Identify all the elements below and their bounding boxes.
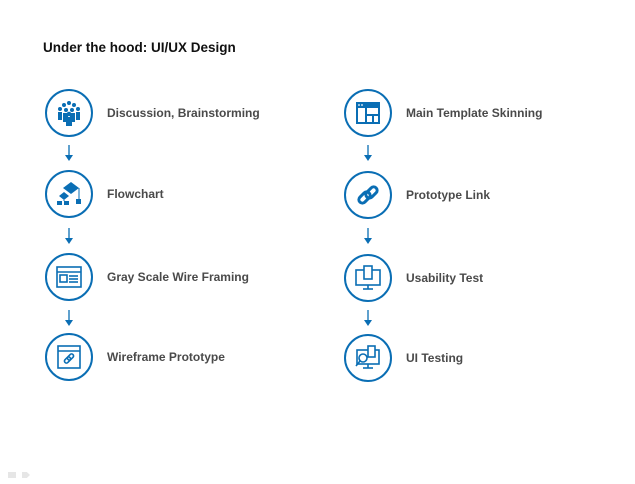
arrow-down-icon <box>64 310 74 326</box>
arrow-down-icon <box>64 228 74 244</box>
people-group-icon <box>45 89 93 137</box>
step-label: Wireframe Prototype <box>107 350 225 364</box>
step-template-skinning: Main Template Skinning <box>344 89 542 137</box>
wireframe-window-icon <box>45 253 93 301</box>
step-label: Prototype Link <box>406 188 491 202</box>
template-layout-icon <box>344 89 392 137</box>
slide-next-icon[interactable] <box>22 472 30 478</box>
page-title: Under the hood: UI/UX Design <box>43 40 236 55</box>
step-usability-test: Usability Test <box>344 254 483 302</box>
step-label: Main Template Skinning <box>406 106 543 120</box>
arrow-down-icon <box>363 228 373 244</box>
arrow-down-icon <box>363 145 373 161</box>
monitor-device-icon <box>344 254 392 302</box>
step-prototype-link: Prototype Link <box>344 171 490 219</box>
step-label: Gray Scale Wire Framing <box>107 270 249 284</box>
flowchart-icon <box>45 170 93 218</box>
slide-prev-icon[interactable] <box>8 472 16 478</box>
step-label: Flowchart <box>107 187 164 201</box>
arrow-down-icon <box>363 310 373 326</box>
step-flowchart: Flowchart <box>45 170 164 218</box>
step-label: Usability Test <box>406 271 484 285</box>
chain-link-icon <box>344 171 392 219</box>
step-discussion: Discussion, Brainstorming <box>45 89 260 137</box>
step-gray-scale-wireframing: Gray Scale Wire Framing <box>45 253 249 301</box>
step-label: UI Testing <box>406 351 464 365</box>
browser-link-icon <box>45 333 93 381</box>
monitor-search-icon <box>344 334 392 382</box>
arrow-down-icon <box>64 145 74 161</box>
step-label: Discussion, Brainstorming <box>107 106 260 120</box>
step-wireframe-prototype: Wireframe Prototype <box>45 333 225 381</box>
step-ui-testing: UI Testing <box>344 334 463 382</box>
